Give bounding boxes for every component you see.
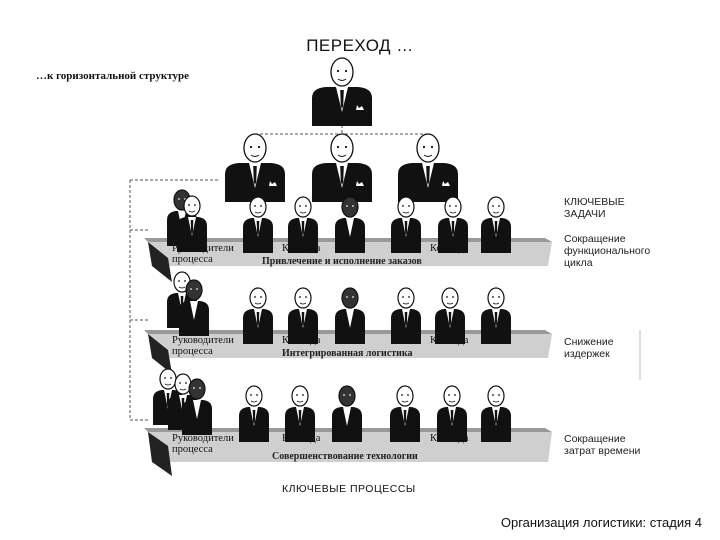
- tier3-lead-sub: процесса: [172, 444, 213, 455]
- page-title: ПЕРЕХОД …: [306, 36, 414, 55]
- key-task-1-line2: функционального: [564, 245, 651, 257]
- footer-caption: Организация логистики: стадия 4: [500, 515, 702, 530]
- top-manager: [311, 57, 373, 127]
- diagram-subtitle: …к горизонтальной структуре: [36, 70, 189, 82]
- tier1-lead-sub: процесса: [172, 254, 213, 265]
- tier1-process: Привлечение и исполнение заказов: [262, 256, 422, 267]
- key-tasks-heading-2: ЗАДАЧИ: [564, 208, 606, 220]
- manager-3: [397, 133, 459, 203]
- key-task-3-line1: Сокращение: [564, 433, 626, 445]
- manager-1: [224, 133, 286, 203]
- key-tasks-heading-1: КЛЮЧЕВЫЕ: [564, 196, 625, 208]
- tier1-team-right: Команда: [430, 243, 469, 254]
- tier2-process: Интегрированная логистика: [282, 348, 413, 359]
- tier3-team-left: Команда: [282, 433, 321, 444]
- tier2-team-right: Команда: [430, 335, 469, 346]
- key-task-1-line1: Сокращение: [564, 233, 626, 245]
- key-task-2-line1: Снижение: [564, 336, 614, 348]
- tier3-lead-label: Руководители: [172, 433, 234, 444]
- tier2-lead-sub: процесса: [172, 346, 213, 357]
- tier1-team-left: Команда: [282, 243, 321, 254]
- tier2-team-left: Команда: [282, 335, 321, 346]
- key-task-2-line2: издержек: [564, 348, 610, 360]
- key-processes-caption: КЛЮЧЕВЫЕ ПРОЦЕССЫ: [282, 483, 416, 495]
- key-task-1-line3: цикла: [564, 257, 593, 269]
- tier2-lead-label: Руководители: [172, 335, 234, 346]
- tier1-lead-label: Руководители: [172, 243, 234, 254]
- tier3-process: Совершенствование технологии: [272, 451, 418, 462]
- tier3-team-right: Команда: [430, 433, 469, 444]
- manager-2: [311, 133, 373, 203]
- key-task-3-line2: затрат времени: [564, 445, 641, 457]
